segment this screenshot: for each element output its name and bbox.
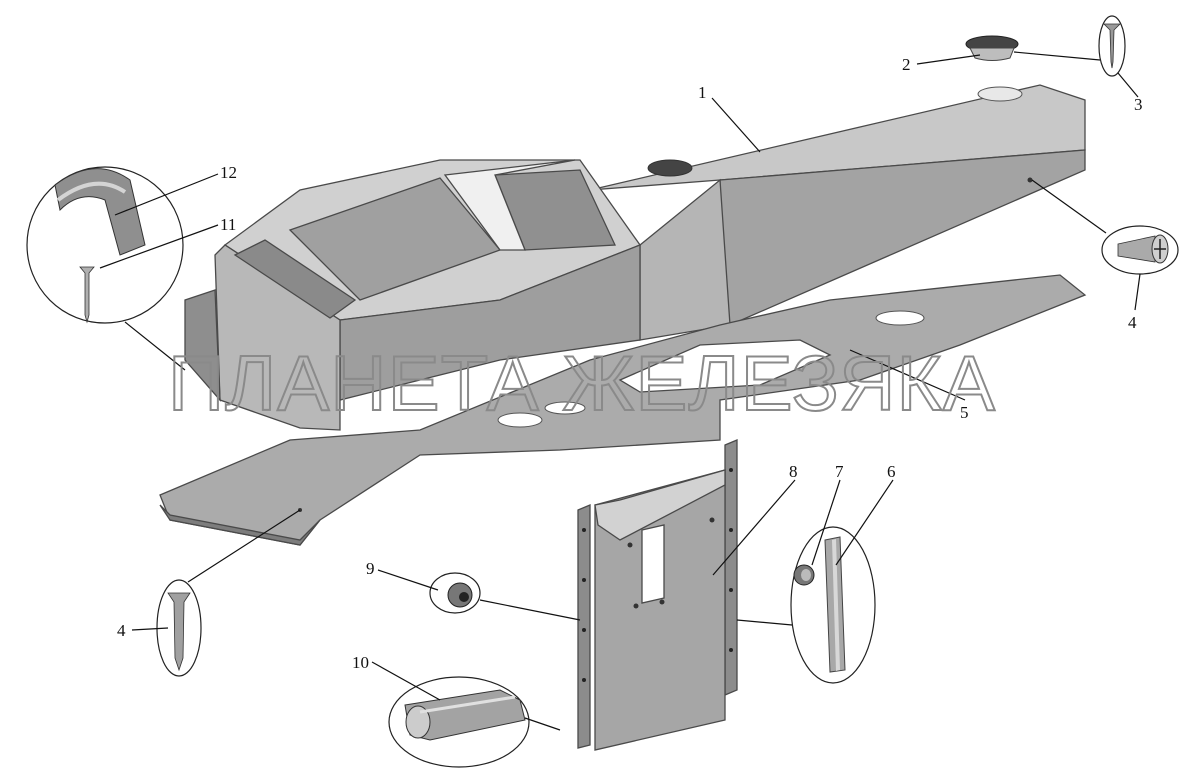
grommet-hole-9 (459, 592, 469, 602)
door-bolt-4 (659, 599, 665, 605)
console-rear-front (639, 178, 731, 341)
leader-3 (1117, 72, 1139, 98)
callout-4-left: 4 (117, 621, 126, 640)
leader-detail-oval (736, 619, 793, 626)
door-frame-strip (577, 504, 591, 749)
console-housing (184, 84, 1086, 431)
detail-circle-11-12 (26, 166, 184, 324)
door-bolt-11 (729, 588, 733, 592)
callout-1: 1 (698, 83, 707, 102)
screw-detail-3 (1098, 15, 1126, 77)
callout-labels: 1 2 3 4 5 4 6 7 8 9 10 11 12 (117, 55, 1143, 672)
callout-7: 7 (835, 462, 844, 481)
door-bolt-1 (627, 542, 633, 548)
screw-detail-4-left (156, 579, 202, 677)
leader-11 (99, 224, 219, 269)
leader-4-right (1031, 179, 1141, 311)
leader-5 (849, 349, 966, 401)
callout-6: 6 (887, 462, 896, 481)
cap-body (969, 47, 1015, 61)
callout-2: 2 (902, 55, 911, 74)
door-bolt-7 (582, 628, 586, 632)
callout-12: 12 (220, 163, 237, 182)
door-bolt-10 (729, 528, 733, 532)
screw-icon-3 (1103, 23, 1121, 69)
leader-8 (712, 479, 796, 576)
screw-icon-4-right (1117, 235, 1156, 263)
screw-detail-4-right (1101, 225, 1179, 275)
door-window (641, 524, 665, 604)
cap-part (965, 35, 1019, 61)
leader-lines (99, 51, 1141, 731)
nail-icon-11 (79, 266, 95, 324)
leader-detail-circle (124, 321, 186, 371)
screw-hole-console (1027, 177, 1033, 183)
leader-12 (114, 173, 219, 216)
door-bolt-5 (582, 528, 586, 532)
watermark-text: ПЛАНЕТА ЖЕЛЕЗЯКА (168, 339, 996, 427)
floor-panel-cutout (618, 339, 832, 393)
door-bolt-9 (729, 468, 733, 472)
screw-icon-4-left (167, 592, 191, 672)
door-panel (577, 439, 738, 751)
pocket-right-top (443, 159, 576, 251)
leader-4-left (131, 509, 301, 631)
callout-4-right: 4 (1128, 313, 1137, 332)
leader-9 (377, 569, 581, 621)
seal-detail-10 (388, 676, 530, 768)
console-rear-top (589, 84, 1086, 191)
plug-icon-7-inner (801, 569, 811, 581)
door-frame-strip-right (724, 439, 738, 696)
door-bolt-8 (582, 678, 586, 682)
seal-profile-icon (404, 689, 526, 741)
leader-1 (711, 97, 761, 153)
callout-5: 5 (960, 403, 969, 422)
callout-3: 3 (1134, 95, 1143, 114)
leader-6 (835, 479, 894, 566)
cap-hole-rear (977, 86, 1023, 102)
pocket-left (233, 239, 357, 319)
floor-hole-3 (544, 401, 586, 415)
seal-profile-end (405, 705, 431, 739)
floor-hole-1 (875, 310, 925, 326)
door-top-lip (594, 469, 726, 541)
leader-2 (916, 51, 1101, 65)
console-front-base (184, 289, 221, 402)
leader-7 (811, 479, 841, 566)
seal-profile-ridge (419, 695, 516, 714)
seal-strip-6-shade (832, 539, 840, 671)
callout-11: 11 (220, 215, 236, 234)
leader-10 (371, 661, 561, 731)
floor-panel (159, 274, 1087, 546)
edge-trim-highlight (56, 181, 127, 202)
screw-cross-icon (1154, 239, 1166, 259)
door-bolt-2 (709, 517, 715, 523)
floor-panel-edge (159, 504, 321, 546)
door-body (594, 469, 726, 751)
door-bolt-12 (729, 648, 733, 652)
grommet-detail-9 (429, 572, 481, 614)
callout-8: 8 (789, 462, 798, 481)
door-bolt-3 (633, 603, 639, 609)
door-bolt-6 (582, 578, 586, 582)
detail-oval-6-7 (790, 526, 876, 684)
cap-hole-mid (647, 159, 693, 177)
callout-9: 9 (366, 559, 375, 578)
callout-10: 10 (352, 653, 369, 672)
floor-hole-2 (497, 412, 543, 428)
detail-circle (26, 166, 184, 324)
